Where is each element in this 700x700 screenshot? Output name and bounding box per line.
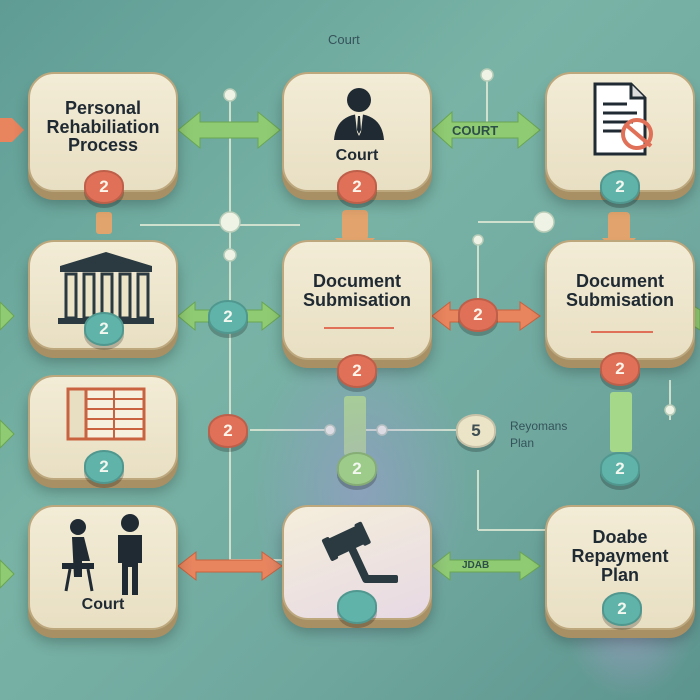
building-icon bbox=[66, 387, 146, 441]
repayment-plan-side-label: Reyomans Plan bbox=[510, 418, 567, 452]
flow-node[interactable]: 2 bbox=[458, 298, 498, 332]
step-badge[interactable]: 2 bbox=[600, 170, 640, 204]
card-title-line: Document bbox=[312, 271, 401, 292]
flow-node[interactable]: 2 bbox=[208, 300, 248, 334]
card-court-bottom[interactable]: Court bbox=[28, 505, 178, 630]
document-icon bbox=[593, 82, 653, 156]
bottom-arrow-label: JDAB bbox=[462, 560, 490, 571]
flow-node[interactable]: 2 bbox=[208, 414, 248, 448]
card-title-line: Plan bbox=[600, 564, 639, 585]
card-document-submission-right[interactable]: Document Submisation bbox=[545, 240, 695, 360]
card-title-line: Process bbox=[67, 135, 139, 156]
step-badge[interactable]: 2 bbox=[84, 170, 124, 204]
step-badge[interactable]: 2 bbox=[600, 352, 640, 386]
side-label-line: Reyomans bbox=[510, 419, 568, 433]
card-title: Court bbox=[335, 147, 379, 164]
step-badge[interactable]: 2 bbox=[84, 450, 124, 484]
card-title-line: Submisation bbox=[302, 290, 411, 310]
step-badge[interactable]: 2 bbox=[84, 312, 124, 346]
meeting-people-icon bbox=[62, 514, 142, 595]
flow-node[interactable]: 2 bbox=[600, 452, 640, 486]
top-label: Court bbox=[328, 32, 360, 47]
side-label-line: Plan bbox=[510, 435, 535, 450]
card-title-line: Document bbox=[575, 271, 664, 292]
person-icon bbox=[334, 88, 384, 140]
divider-mark bbox=[591, 331, 653, 333]
card-document-submission-left[interactable]: Document Submisation bbox=[282, 240, 432, 360]
card-title: Court bbox=[81, 596, 125, 613]
step-badge[interactable]: 2 bbox=[337, 170, 377, 204]
card-title-line: Rehabiliation bbox=[46, 116, 160, 137]
card-title-line: Doabe bbox=[592, 527, 648, 548]
card-title-line: Repayment bbox=[571, 546, 669, 567]
step-badge[interactable]: 2 bbox=[337, 354, 377, 388]
divider-mark bbox=[324, 327, 394, 329]
gavel-badge[interactable] bbox=[337, 590, 377, 624]
gavel-icon bbox=[321, 521, 398, 583]
repayment-node[interactable]: 5 bbox=[456, 414, 496, 448]
card-title-line: Submisation bbox=[565, 290, 674, 310]
flow-node[interactable]: 2 bbox=[337, 452, 377, 486]
step-badge[interactable]: 2 bbox=[602, 592, 642, 626]
court-arrow-label: COURT bbox=[452, 123, 499, 138]
card-title-line: Personal bbox=[64, 97, 142, 118]
